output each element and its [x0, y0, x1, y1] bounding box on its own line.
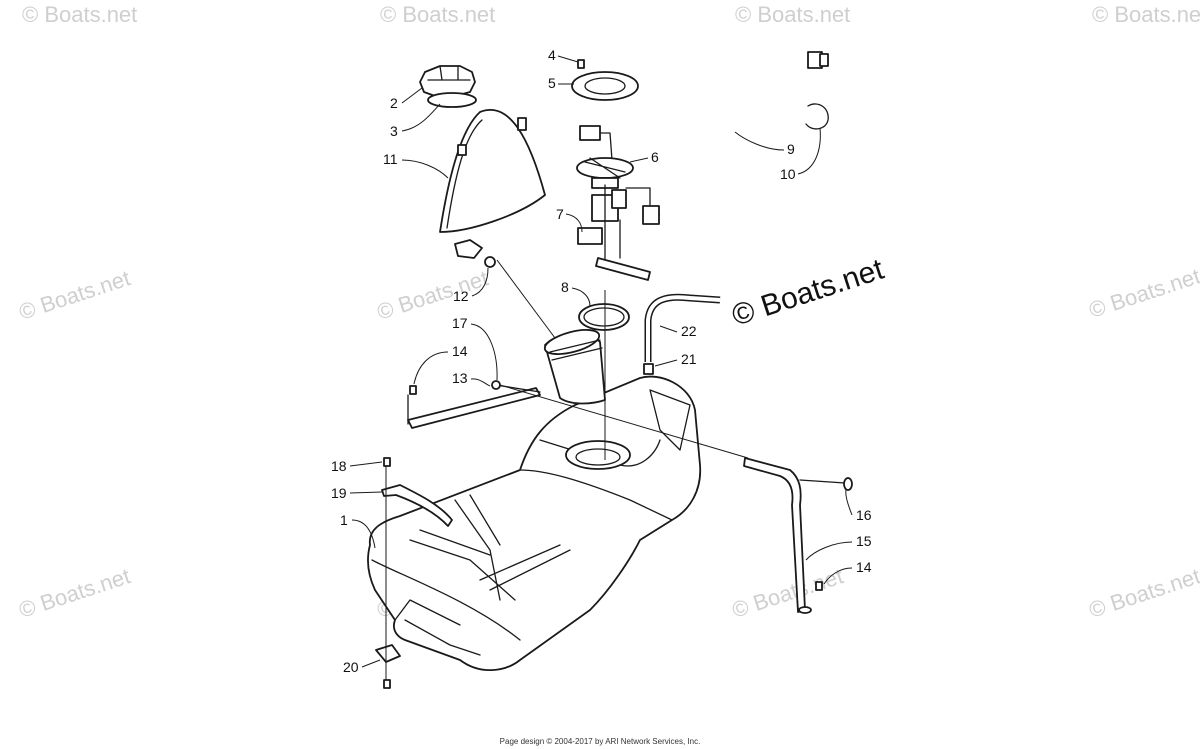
- vent-hose: [439, 109, 546, 233]
- watermark: © Boats.net: [1086, 563, 1200, 622]
- fuel-cap: [419, 65, 476, 97]
- callout-4: 4: [548, 47, 556, 63]
- callout-3: 3: [390, 123, 398, 139]
- pump-screw: [577, 59, 585, 69]
- watermark: © Boats.net: [735, 2, 850, 27]
- watermark: © Boats.net: [380, 2, 495, 27]
- leader-15: [805, 541, 853, 561]
- leader-16: [845, 489, 853, 516]
- watermark: © Boats.net: [16, 265, 133, 324]
- leader-4: [557, 55, 579, 63]
- watermark: © Boats.net: [16, 563, 133, 622]
- watermark-main: © Boats.net: [728, 252, 888, 332]
- callouts: 1 2 3 4 5 6 7 8 9 10 11 12 13: [331, 47, 872, 675]
- callout-22: 22: [681, 323, 697, 339]
- leader-19: [349, 491, 383, 494]
- callout-12: 12: [453, 288, 469, 304]
- callout-18: 18: [331, 458, 347, 474]
- callout-7: 7: [556, 206, 564, 222]
- callout-21: 21: [681, 351, 697, 367]
- copyright-footer: Page design © 2004-2017 by ARI Network S…: [499, 737, 701, 746]
- leader-10: [797, 127, 821, 175]
- callout-11: 11: [383, 151, 398, 167]
- callout-9: 9: [787, 141, 795, 157]
- watermark: © Boats.net: [1092, 2, 1200, 27]
- callout-14: 14: [856, 559, 872, 575]
- callout-17: 17: [452, 315, 468, 331]
- cap-gasket: [427, 92, 477, 108]
- hose-clip: [454, 239, 496, 268]
- leader-20: [361, 659, 381, 668]
- leader-18: [349, 461, 383, 467]
- vent-line: [643, 293, 721, 375]
- leader-8: [571, 287, 591, 307]
- leader-3: [401, 103, 441, 132]
- fuel-hose: [642, 51, 829, 225]
- leader-22: [659, 325, 678, 333]
- callout-13: 13: [452, 370, 468, 386]
- callout-1: 1: [340, 512, 348, 528]
- leader-21: [654, 359, 678, 367]
- leader-1: [351, 519, 376, 549]
- callout-10: 10: [780, 166, 796, 182]
- watermark: © Boats.net: [22, 2, 137, 27]
- hose-clamp: [805, 103, 829, 130]
- callout-6: 6: [651, 149, 659, 165]
- leader-6: [629, 157, 649, 163]
- leader-14: [823, 567, 853, 585]
- fuel-tank: [367, 375, 702, 672]
- leader-17: [470, 323, 498, 381]
- pump-o-ring: [578, 303, 630, 331]
- pump-gasket: [571, 71, 639, 101]
- leader-11: [401, 159, 449, 179]
- fuel-pump: [576, 125, 651, 281]
- leader-13: [470, 378, 491, 387]
- watermark: © Boats.net: [1086, 263, 1200, 322]
- callout-8: 8: [561, 279, 569, 295]
- watermark: © Boats.net: [729, 563, 846, 622]
- callout-20: 20: [343, 659, 359, 675]
- assembly-lines: [385, 259, 749, 680]
- callout-14: 14: [452, 343, 468, 359]
- left-strap: [407, 380, 541, 429]
- callout-15: 15: [856, 533, 872, 549]
- leader-7: [565, 213, 583, 233]
- leader-14: [413, 351, 449, 385]
- callout-2: 2: [390, 95, 398, 111]
- filler-neck: [543, 329, 606, 405]
- callout-16: 16: [856, 507, 872, 523]
- leader-12: [471, 267, 489, 297]
- callout-5: 5: [548, 75, 556, 91]
- front-strap: [375, 457, 453, 689]
- leader-9: [734, 131, 785, 151]
- right-strap: [743, 457, 853, 614]
- leader-2: [401, 87, 423, 104]
- callout-19: 19: [331, 485, 347, 501]
